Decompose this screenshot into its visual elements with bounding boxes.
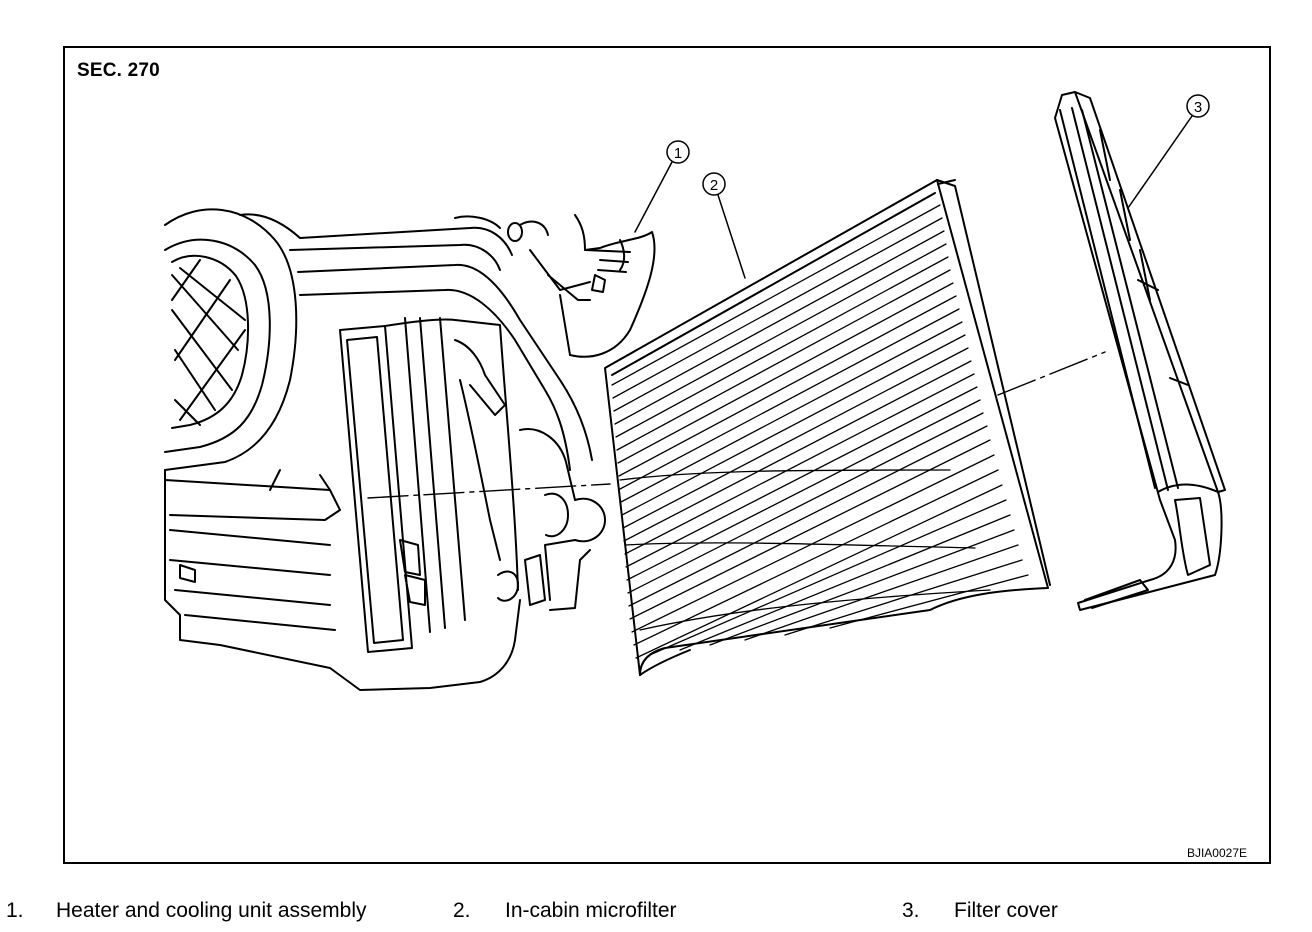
microfilter-drawing — [604, 179, 1106, 676]
legend-label: Filter cover — [954, 899, 1058, 922]
legend-label: In-cabin microfilter — [505, 899, 677, 922]
callout-1: 1 — [634, 140, 690, 233]
legend-number: 3. — [902, 899, 920, 922]
legend-number: 2. — [453, 899, 471, 922]
cover-outline — [1054, 91, 1223, 611]
callout-1-number: 1 — [674, 145, 682, 162]
filter-outline — [604, 179, 1049, 676]
heater-cooling-unit-drawing — [164, 208, 656, 691]
diagram-frame: SEC. 270 BJIA0027E — [63, 46, 1271, 864]
filter-cover-drawing — [1054, 91, 1226, 611]
section-label: SEC. 270 — [77, 60, 160, 81]
callout-3: 3 — [1127, 94, 1210, 209]
fan-housing — [164, 208, 298, 471]
legend-label: Heater and cooling unit assembly — [56, 899, 367, 922]
legend-number: 1. — [6, 899, 24, 922]
figure-code: BJIA0027E — [1186, 846, 1247, 860]
exploded-view-illustration: 1 2 3 — [164, 91, 1226, 691]
callout-2: 2 — [702, 172, 746, 279]
callout-2-number: 2 — [710, 177, 718, 194]
callout-3-number: 3 — [1194, 99, 1202, 116]
